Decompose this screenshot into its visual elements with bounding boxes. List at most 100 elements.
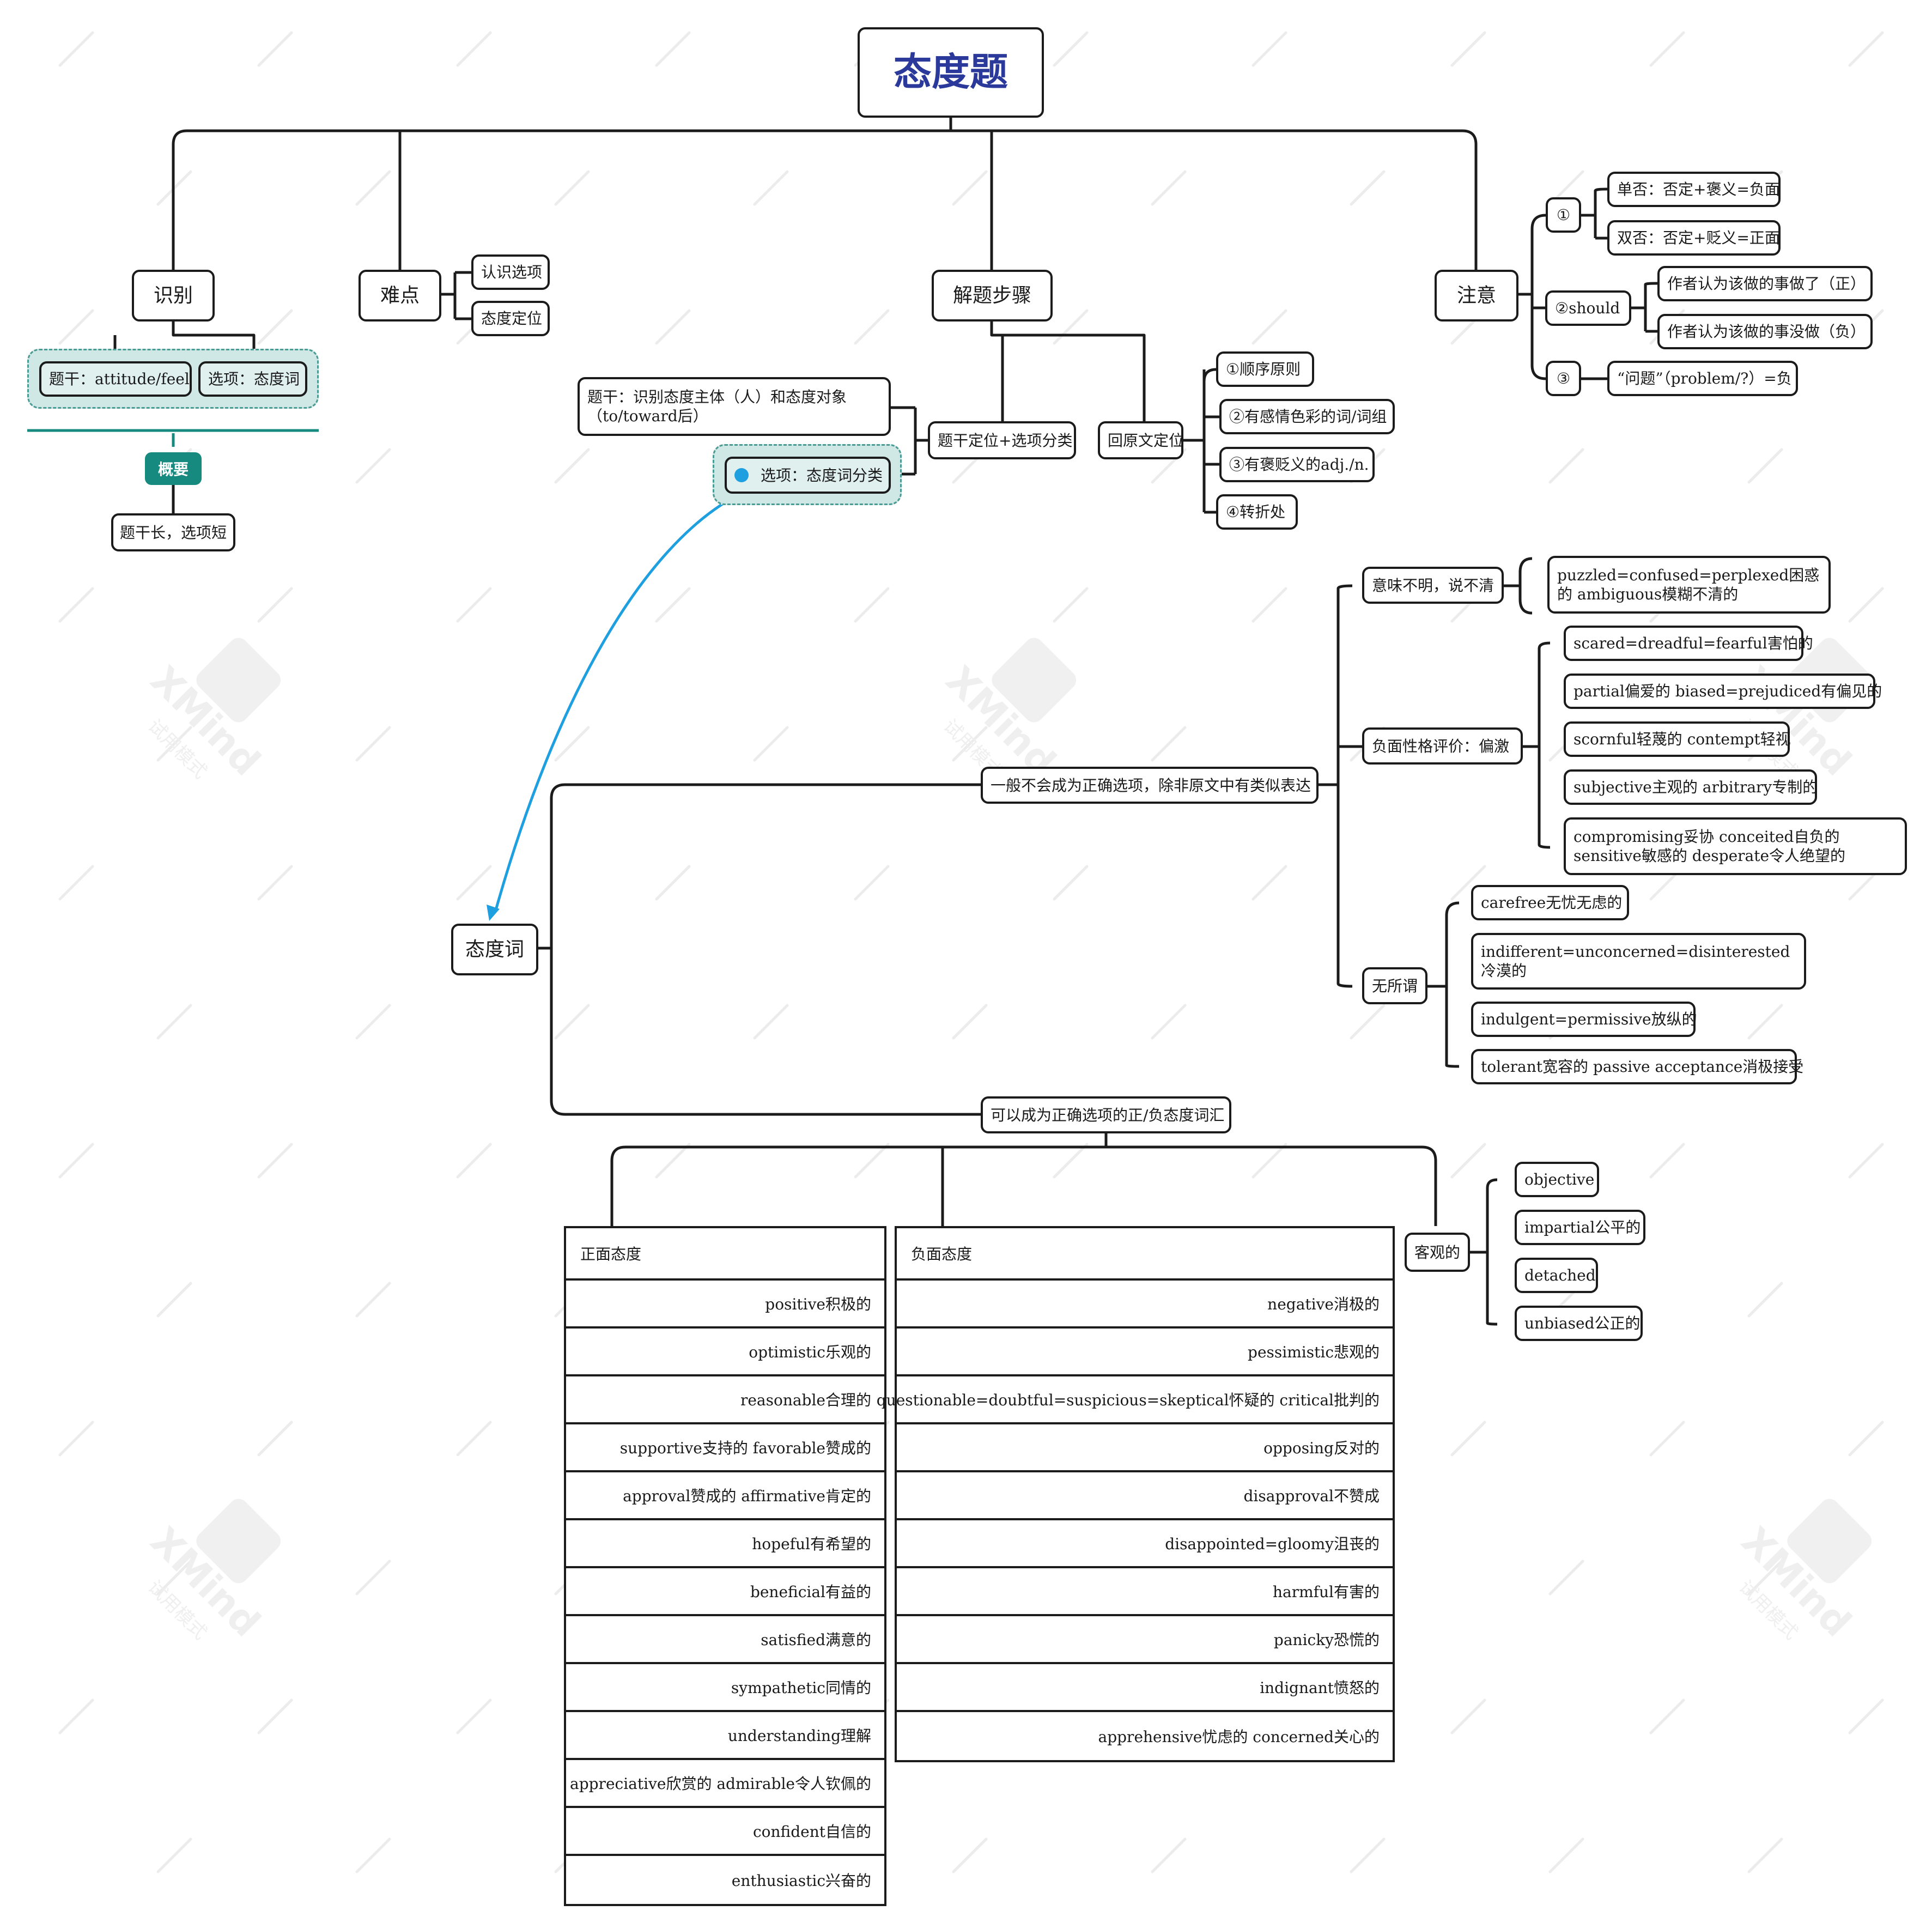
watermark-tick [1251, 31, 1287, 67]
table-row[interactable]: hopeful有希望的 [566, 1520, 884, 1568]
notice-1-item[interactable]: 单否：否定+褒义=负面 [1607, 172, 1781, 207]
negative-character-item[interactable]: scornful轻蔑的 contempt轻视 [1564, 721, 1791, 757]
right-option-branch[interactable]: 可以成为正确选项的正/负态度词汇 [981, 1096, 1231, 1133]
watermark-tick [1053, 1143, 1089, 1179]
table-row[interactable]: enthusiastic兴奋的 [731, 1872, 871, 1890]
objective-item[interactable]: detached [1515, 1258, 1598, 1293]
watermark-tick [58, 309, 94, 345]
watermark-tick [1151, 170, 1187, 206]
topic-steps[interactable]: 解题步骤 [932, 270, 1053, 322]
table-row[interactable]: confident自信的 [566, 1808, 884, 1856]
back-item[interactable]: ②有感情色彩的词/词组 [1219, 399, 1395, 434]
negative-character-node[interactable]: 负面性格评价：偏激 [1362, 727, 1523, 765]
table-row[interactable]: understanding理解 [566, 1712, 884, 1760]
indifferent-node[interactable]: 无所谓 [1362, 967, 1427, 1004]
unclear-item[interactable]: puzzled=confused=perplexed困惑的 ambiguous模… [1547, 556, 1831, 614]
table-row[interactable]: sympathetic同情的 [566, 1664, 884, 1712]
watermark-tick [1548, 1560, 1584, 1596]
watermark-tick [1251, 865, 1287, 901]
watermark-tick [1450, 1421, 1486, 1457]
table-row[interactable]: satisfied满意的 [566, 1616, 884, 1664]
watermark-tick [1350, 1004, 1386, 1040]
indifferent-item[interactable]: indulgent=permissive放纵的 [1471, 1002, 1697, 1037]
back-item[interactable]: ④转折处 [1216, 494, 1298, 530]
table-row[interactable]: beneficial有益的 [566, 1568, 884, 1616]
table-header: 负面态度 [897, 1228, 1393, 1281]
summary-badge[interactable]: 概要 [145, 452, 202, 485]
table-row[interactable]: negative消极的 [897, 1281, 1393, 1329]
arrow-head-icon [487, 905, 500, 921]
watermark-tick [554, 726, 590, 762]
table-row[interactable]: harmful有害的 [897, 1568, 1393, 1616]
table-row[interactable]: positive积极的 [566, 1281, 884, 1329]
objective-item[interactable]: impartial公平的 [1515, 1210, 1645, 1245]
watermark-tick [156, 726, 192, 762]
back-item[interactable]: ①顺序原则 [1216, 351, 1314, 387]
watermark-tick [655, 865, 691, 901]
negative-character-item[interactable]: subjective主观的 arbitrary专制的 [1564, 769, 1818, 805]
table-row[interactable]: panicky恐慌的 [897, 1616, 1393, 1664]
watermark-tick [456, 587, 492, 623]
notice-3-item[interactable]: “问题”（problem/?）=负 [1607, 361, 1798, 396]
notice-3[interactable]: ③ [1546, 361, 1581, 396]
notice-2[interactable]: ②should [1545, 290, 1631, 326]
indifferent-item[interactable]: indifferent=unconcerned=disinterested冷漠的 [1471, 933, 1806, 990]
objective-node[interactable]: 客观的 [1405, 1233, 1470, 1272]
table-row[interactable]: questionable=doubtful=suspicious=skeptic… [877, 1376, 1393, 1424]
negative-character-item[interactable]: compromising妥协 conceited自负的 sensitive敏感的… [1564, 817, 1907, 875]
table-row[interactable]: opposing反对的 [897, 1424, 1393, 1472]
negative-character-item[interactable]: partial偏爱的 biased=prejudiced有偏见的 [1564, 674, 1882, 709]
notice-2-item[interactable]: 作者认为该做的事没做（负） [1657, 314, 1873, 349]
table-row[interactable]: pessimistic悲观的 [897, 1329, 1393, 1376]
step-option-note[interactable]: 选项：态度词分类 [725, 457, 891, 494]
watermark-tick [753, 170, 789, 206]
topic-attitude-words[interactable]: 态度词 [451, 924, 538, 975]
wrong-option-branch[interactable]: 一般不会成为正确选项，除非原文中有类似表达 [981, 767, 1319, 804]
watermark-tick [1548, 1837, 1584, 1873]
notice-1-item[interactable]: 双否：否定+贬义=正面 [1607, 220, 1781, 256]
table-row[interactable]: apprehensive忧虑的 concerned关心的 [1098, 1728, 1380, 1746]
table-row[interactable]: optimistic乐观的 [566, 1329, 884, 1376]
watermark-tick [1747, 1560, 1783, 1596]
difficulty-item[interactable]: 认识选项 [471, 254, 550, 290]
watermark-tick [257, 1143, 293, 1179]
watermark-tick [156, 1004, 192, 1040]
objective-item[interactable]: objective [1515, 1162, 1599, 1197]
watermark-tick [58, 1699, 94, 1734]
watermark-tick [753, 726, 789, 762]
table-row[interactable]: disapproval不赞成 [897, 1472, 1393, 1520]
table-row[interactable]: supportive支持的 favorable赞成的 [566, 1424, 884, 1472]
unclear-node[interactable]: 意味不明，说不清 [1362, 567, 1504, 604]
negative-character-item[interactable]: scared=dreadful=fearful害怕的 [1564, 626, 1813, 661]
objective-item[interactable]: unbiased公正的 [1515, 1306, 1643, 1341]
topic-identify[interactable]: 识别 [132, 270, 215, 322]
difficulty-item[interactable]: 态度定位 [471, 301, 550, 336]
back-item[interactable]: ③有褒贬义的adj./n. [1219, 447, 1375, 482]
root-topic[interactable]: 态度题 [858, 27, 1044, 118]
watermark-tick [1848, 1143, 1884, 1179]
watermark-tick [1053, 309, 1089, 345]
identify-stem[interactable]: 题干：attitude/feel [39, 361, 192, 397]
watermark-tick [257, 1421, 293, 1457]
step-locate[interactable]: 题干定位+选项分类 [928, 421, 1076, 459]
table-row[interactable]: approval赞成的 affirmative肯定的 [566, 1472, 884, 1520]
watermark-tick [952, 1004, 988, 1040]
notice-1[interactable]: ① [1546, 197, 1581, 233]
indifferent-item[interactable]: carefree无忧无虑的 [1471, 885, 1629, 920]
identify-option[interactable]: 选项：态度词 [198, 361, 307, 397]
summary-text[interactable]: 题干长，选项短 [111, 513, 235, 551]
table-row[interactable]: reasonable合理的 [566, 1376, 884, 1424]
notice-2-item[interactable]: 作者认为该做的事做了（正） [1657, 266, 1873, 301]
topic-notice[interactable]: 注意 [1435, 270, 1518, 322]
table-row[interactable]: indignant愤怒的 [897, 1664, 1393, 1712]
watermark-tick [655, 587, 691, 623]
step-stem-note[interactable]: 题干：识别态度主体（人）和态度对象（to/toward后） [578, 377, 891, 436]
table-row[interactable]: disappointed=gloomy沮丧的 [897, 1520, 1393, 1568]
indifferent-item[interactable]: tolerant宽容的 passive acceptance消极接受 [1471, 1049, 1803, 1084]
watermark-tick [1151, 726, 1187, 762]
step-back[interactable]: 回原文定位 [1098, 421, 1184, 459]
watermark-tick [1053, 865, 1089, 901]
watermark-tick [753, 1004, 789, 1040]
table-row[interactable]: appreciative欣赏的 admirable令人钦佩的 [566, 1760, 884, 1808]
topic-difficulty[interactable]: 难点 [359, 270, 441, 322]
